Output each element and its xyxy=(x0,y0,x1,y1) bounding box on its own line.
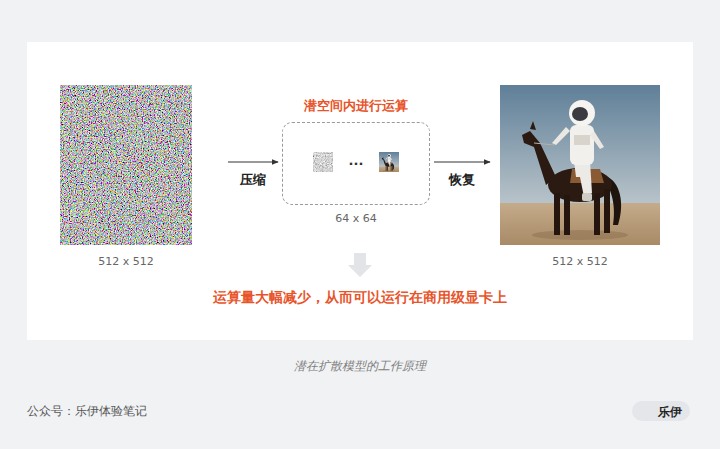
box-heading: 潜空间内进行运算 xyxy=(283,97,429,115)
latent-image-thumbnail xyxy=(379,152,399,172)
arrow-connector xyxy=(434,162,490,163)
size-label: 64 x 64 xyxy=(283,212,429,225)
down-arrow xyxy=(348,253,372,277)
badge-text: 乐伊 xyxy=(658,402,682,422)
edge-label: 压缩 xyxy=(238,171,268,189)
noise-image-box: 512 x 512 xyxy=(60,85,192,245)
output-image xyxy=(500,85,660,245)
arrow-connector xyxy=(228,162,278,163)
ellipsis-text: ··· xyxy=(283,155,429,170)
footer-account: 公众号：乐伊体验笔记 xyxy=(27,403,147,420)
size-label: 512 x 512 xyxy=(60,255,192,268)
edge-label: 恢复 xyxy=(447,171,477,189)
figure-caption: 潜在扩散模型的工作原理 xyxy=(0,358,720,375)
latent-space-box: 潜空间内进行运算···64 x 64 xyxy=(282,122,430,205)
latent-noise-thumbnail xyxy=(313,152,333,172)
noise-image xyxy=(60,85,192,245)
author-badge: 乐伊 xyxy=(632,401,690,421)
summary-note: 运算量大幅减少，从而可以运行在商用级显卡上 xyxy=(0,289,720,307)
size-label: 512 x 512 xyxy=(500,255,660,268)
output-image-box: 512 x 512 xyxy=(500,85,660,245)
